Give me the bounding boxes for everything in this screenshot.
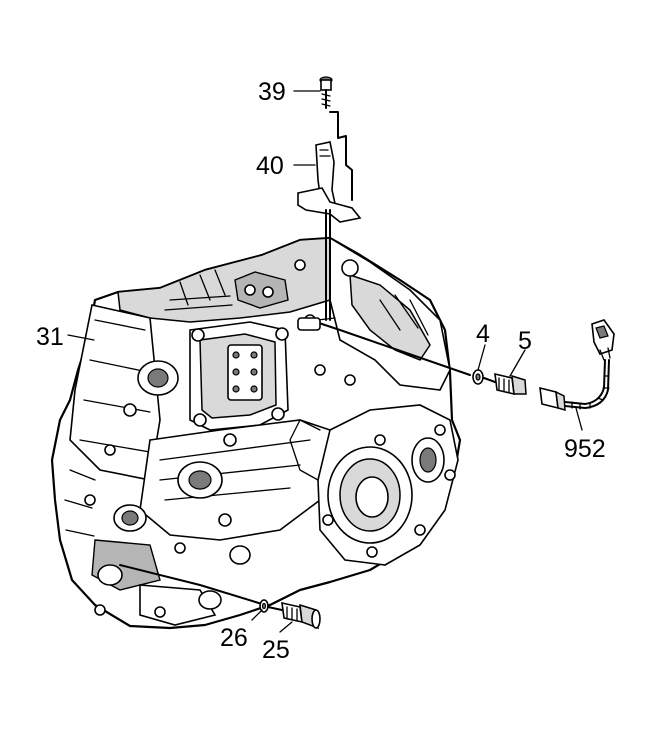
callout-39: 39 <box>258 78 286 106</box>
callout-5: 5 <box>518 327 532 355</box>
seal-washer-4 <box>472 369 484 385</box>
valve-body-cover <box>189 321 289 431</box>
seal-washer-26 <box>259 599 269 613</box>
bolt-39 <box>319 76 333 109</box>
lower-case-details <box>64 419 331 626</box>
sensor-5 <box>483 372 527 396</box>
callout-leaders <box>67 90 583 633</box>
callout-25: 25 <box>262 636 290 664</box>
case-bolts <box>84 259 359 554</box>
left-port-boss <box>137 360 179 396</box>
sensor-25 <box>267 601 321 630</box>
leader-rod <box>297 317 471 376</box>
bracket-40 <box>297 111 362 321</box>
harness-952 <box>539 319 615 412</box>
callout-26: 26 <box>220 624 248 652</box>
callout-952: 952 <box>564 435 606 463</box>
callout-40: 40 <box>256 152 284 180</box>
differential-cover <box>289 404 459 566</box>
lower-leader-rod <box>119 564 263 605</box>
callout-labels: 39 40 31 4 5 952 26 25 <box>36 78 606 664</box>
callout-31: 31 <box>36 323 64 351</box>
callout-4: 4 <box>476 320 490 348</box>
